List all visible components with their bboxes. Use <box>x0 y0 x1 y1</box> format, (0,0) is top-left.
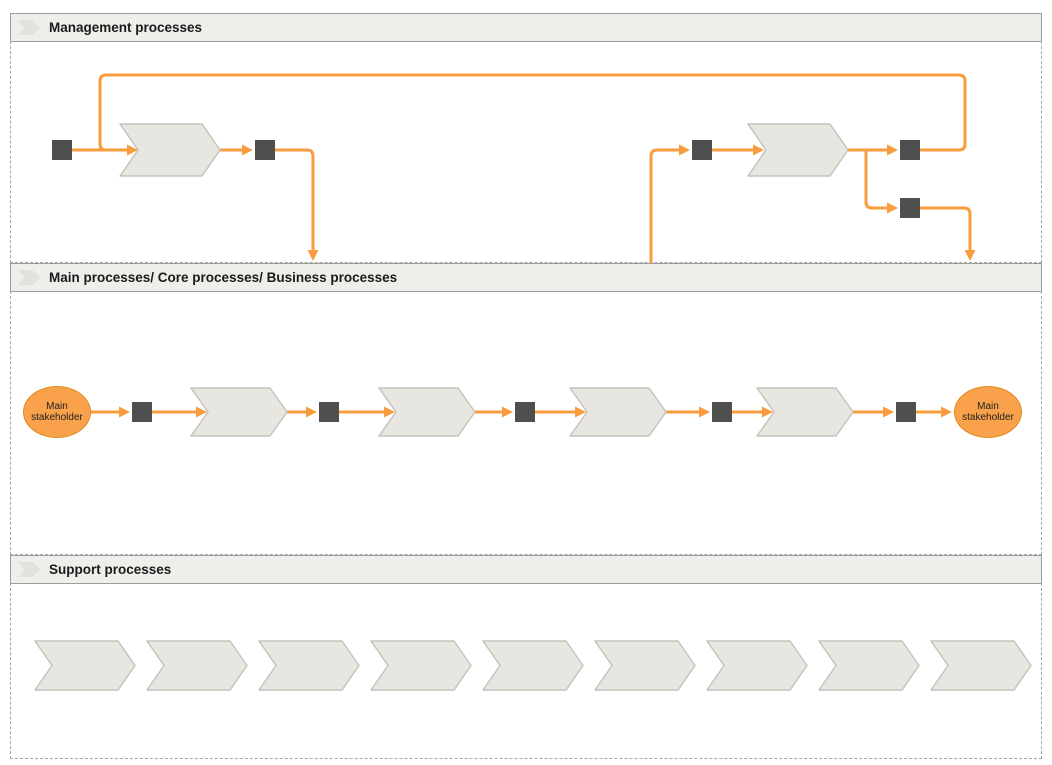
connector-edge[interactable] <box>98 73 967 152</box>
arrowhead-icon <box>242 144 253 156</box>
interface-square[interactable] <box>319 402 339 422</box>
arrowhead-icon <box>887 144 898 156</box>
lane-chevron-icon <box>18 562 40 577</box>
connector-edge[interactable] <box>535 406 586 418</box>
process-chevron-support[interactable] <box>818 640 920 691</box>
interface-square[interactable] <box>712 402 732 422</box>
arrowhead-icon <box>196 406 207 418</box>
arrowhead-icon <box>575 406 586 418</box>
connector-edge[interactable] <box>475 406 513 418</box>
arrowhead-icon <box>502 406 513 418</box>
lane-chevron-icon <box>18 270 40 285</box>
interface-square[interactable] <box>515 402 535 422</box>
process-chevron-support[interactable] <box>482 640 584 691</box>
connector-edge[interactable] <box>916 406 952 418</box>
process-chevron-main[interactable] <box>190 387 288 437</box>
interface-square[interactable] <box>132 402 152 422</box>
connector-edge[interactable] <box>152 406 207 418</box>
lane-body-main <box>10 291 1042 555</box>
arrowhead-icon <box>307 250 319 261</box>
process-chevron-support[interactable] <box>930 640 1032 691</box>
stakeholder-ellipse-end[interactable]: Main stakeholder <box>954 386 1022 438</box>
process-chevron-main[interactable] <box>756 387 854 437</box>
stakeholder-ellipse-start[interactable]: Main stakeholder <box>23 386 91 438</box>
lane-body-support <box>10 583 1042 759</box>
arrowhead-icon <box>699 406 710 418</box>
connector-edge[interactable] <box>864 150 898 214</box>
interface-square[interactable] <box>896 402 916 422</box>
lane-chevron-icon <box>18 20 40 35</box>
connector-edge[interactable] <box>275 148 319 261</box>
arrowhead-icon <box>941 406 952 418</box>
lane-body-management <box>10 41 1042 263</box>
lane-header-management[interactable]: Management processes <box>10 13 1042 42</box>
process-chevron-support[interactable] <box>370 640 472 691</box>
connector-edge[interactable] <box>72 144 138 156</box>
arrowhead-icon <box>306 406 317 418</box>
arrowhead-icon <box>762 406 773 418</box>
connector-edge[interactable] <box>339 406 395 418</box>
arrowhead-icon <box>887 202 898 214</box>
process-chevron-main[interactable] <box>569 387 667 437</box>
process-chevron-support[interactable] <box>706 640 808 691</box>
arrowhead-icon <box>119 406 130 418</box>
connector-edge[interactable] <box>920 206 976 261</box>
lane-title-main: Main processes/ Core processes/ Business… <box>49 270 398 285</box>
process-chevron-support[interactable] <box>258 640 360 691</box>
arrowhead-icon <box>964 250 976 261</box>
connector-edge[interactable] <box>287 406 317 418</box>
connector-edge[interactable] <box>732 406 773 418</box>
connector-edge[interactable] <box>649 144 690 264</box>
process-chevron-main[interactable] <box>378 387 476 437</box>
lane-header-support[interactable]: Support processes <box>10 555 1042 584</box>
arrowhead-icon <box>127 144 138 156</box>
process-chevron-management[interactable] <box>119 123 221 177</box>
process-chevron-support[interactable] <box>146 640 248 691</box>
lane-header-main[interactable]: Main processes/ Core processes/ Business… <box>10 263 1042 292</box>
interface-square[interactable] <box>900 198 920 218</box>
arrowhead-icon <box>679 144 690 156</box>
connector-edge[interactable] <box>666 406 710 418</box>
process-chevron-support[interactable] <box>594 640 696 691</box>
connector-edge[interactable] <box>220 144 253 156</box>
interface-square[interactable] <box>692 140 712 160</box>
connector-edge[interactable] <box>712 144 764 156</box>
connector-edge[interactable] <box>91 406 130 418</box>
interface-square[interactable] <box>52 140 72 160</box>
interface-square[interactable] <box>900 140 920 160</box>
interface-square[interactable] <box>255 140 275 160</box>
process-chevron-management[interactable] <box>747 123 849 177</box>
arrowhead-icon <box>753 144 764 156</box>
arrowhead-icon <box>883 406 894 418</box>
arrowhead-icon <box>384 406 395 418</box>
process-chevron-support[interactable] <box>34 640 136 691</box>
lane-title-support: Support processes <box>49 562 172 577</box>
connector-edge[interactable] <box>848 144 898 156</box>
lane-title-management: Management processes <box>49 20 203 35</box>
connector-edge[interactable] <box>853 406 894 418</box>
